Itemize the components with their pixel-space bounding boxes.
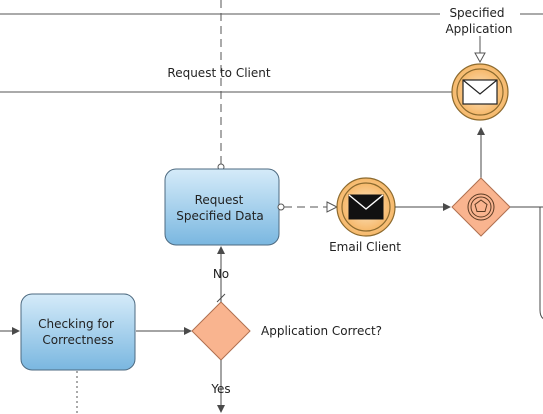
flow-right-down xyxy=(539,207,543,320)
event-based-gateway[interactable] xyxy=(451,177,511,237)
label-request-to-client: Request to Client xyxy=(167,66,270,80)
message-flow-task-to-email xyxy=(277,201,339,213)
label-specified-application-2: Application xyxy=(445,22,512,36)
default-flow-slash xyxy=(216,293,226,303)
label-yes: Yes xyxy=(210,382,230,396)
task-request-specified-data-line2: Specified Data xyxy=(176,209,264,223)
lane-lines xyxy=(0,13,543,93)
message-flow-top xyxy=(217,0,225,171)
specified-application-flow xyxy=(474,36,486,64)
envelope-filled-icon xyxy=(348,194,384,220)
task-checking-line2: Correctness xyxy=(42,333,113,347)
exclusive-gateway-application-correct[interactable] xyxy=(191,301,251,361)
task-checking-line1: Checking for xyxy=(38,317,114,331)
task-request-specified-data[interactable]: Request Specified Data xyxy=(164,168,280,246)
message-flow-start-circle xyxy=(277,203,285,211)
label-no: No xyxy=(213,267,229,281)
label-email-client: Email Client xyxy=(329,240,401,254)
email-client-event[interactable] xyxy=(336,177,396,237)
task-checking-for-correctness[interactable]: Checking for Correctness xyxy=(20,293,136,371)
specified-application-arrow xyxy=(474,52,486,64)
envelope-icon xyxy=(462,79,498,105)
label-specified-application-1: Specified xyxy=(449,6,504,20)
label-application-correct: Application Correct? xyxy=(261,324,382,338)
pentagon-icon xyxy=(474,199,488,212)
task-request-specified-data-line1: Request xyxy=(195,193,244,207)
intermediate-message-event-top[interactable] xyxy=(451,63,509,121)
message-flow-open-arrow xyxy=(326,201,339,213)
